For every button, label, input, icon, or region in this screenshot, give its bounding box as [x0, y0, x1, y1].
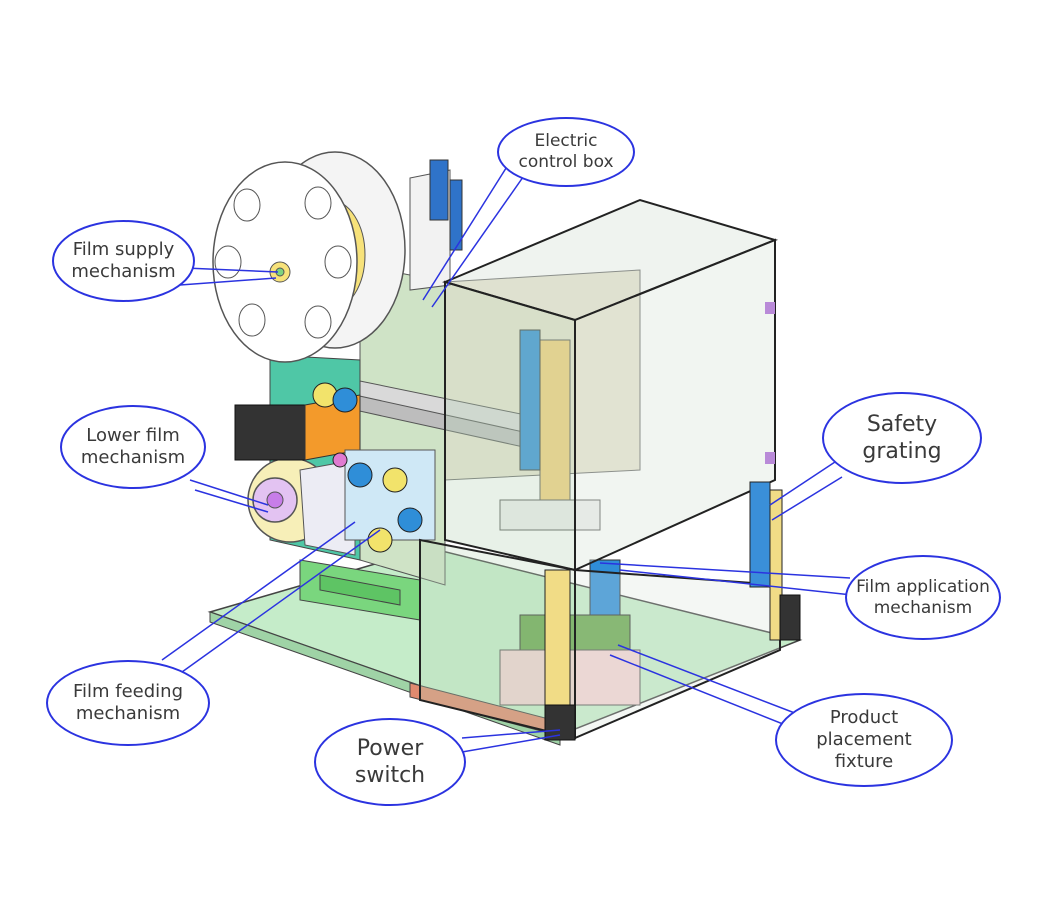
callout-safety-grating-line2: grating: [862, 439, 942, 464]
callout-lower-film-line2: mechanism: [80, 447, 186, 468]
callout-electric-control-box-line1: Electric: [534, 131, 598, 151]
callout-lower-film-line1: Lower film: [86, 425, 180, 446]
callout-product-fixture-line3: fixture: [834, 751, 894, 772]
callout-safety-grating-line1: Safety: [866, 412, 938, 437]
callout-power-switch: Power switch: [314, 718, 466, 806]
callout-film-application-line1: Film application: [856, 576, 990, 597]
callout-product-fixture-line1: Product: [829, 707, 899, 728]
callout-product-placement-fixture: Product placement fixture: [775, 693, 953, 787]
film-feeding-part: [299, 382, 436, 556]
callout-film-feeding-line1: Film feeding: [72, 681, 184, 702]
leader-lines: [161, 164, 853, 753]
callout-film-supply-mechanism: Film supply mechanism: [52, 220, 195, 302]
film-supply-part: [212, 151, 406, 363]
callout-film-supply-line1: Film supply: [72, 239, 175, 260]
callout-product-fixture-line2: placement: [816, 729, 912, 750]
callout-film-feeding-mechanism: Film feeding mechanism: [46, 660, 210, 746]
callout-safety-grating: Safety grating: [822, 392, 982, 484]
callout-electric-control-box-line2: control box: [518, 152, 614, 172]
callout-power-switch-line2: switch: [354, 763, 426, 788]
callout-lower-film-mechanism: Lower film mechanism: [60, 405, 206, 489]
callout-power-switch-line1: Power: [356, 736, 424, 761]
callout-film-feeding-line2: mechanism: [75, 703, 181, 724]
callout-electric-control-box: Electric control box: [497, 117, 635, 187]
safety-enclosure: [419, 198, 801, 741]
callout-film-supply-line2: mechanism: [71, 261, 176, 282]
callout-film-application-mechanism: Film application mechanism: [845, 555, 1001, 640]
electric-control-box-part: [409, 159, 463, 291]
callout-film-application-line2: mechanism: [873, 597, 973, 618]
